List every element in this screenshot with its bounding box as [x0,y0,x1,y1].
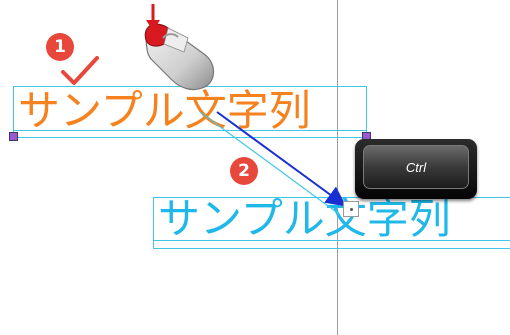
mouse-icon [144,4,215,91]
copy-baseline [153,240,510,241]
drop-point-dot [350,208,353,211]
step-badge-1: 1 [46,33,74,61]
check-icon [61,56,99,85]
source-baseline [13,130,367,131]
resize-handle-left[interactable] [9,132,18,141]
source-text[interactable]: サンプル文字列 [18,86,311,135]
connector-line [199,111,340,215]
ctrl-key-label: Ctrl [363,145,469,189]
vertical-guide-line [337,0,338,335]
ctrl-key-icon: Ctrl [355,139,477,199]
drop-point[interactable] [343,201,359,217]
drag-arrow-icon [216,111,347,207]
step-badge-2: 2 [230,157,258,185]
copy-text[interactable]: サンプル文字列 [158,194,451,243]
